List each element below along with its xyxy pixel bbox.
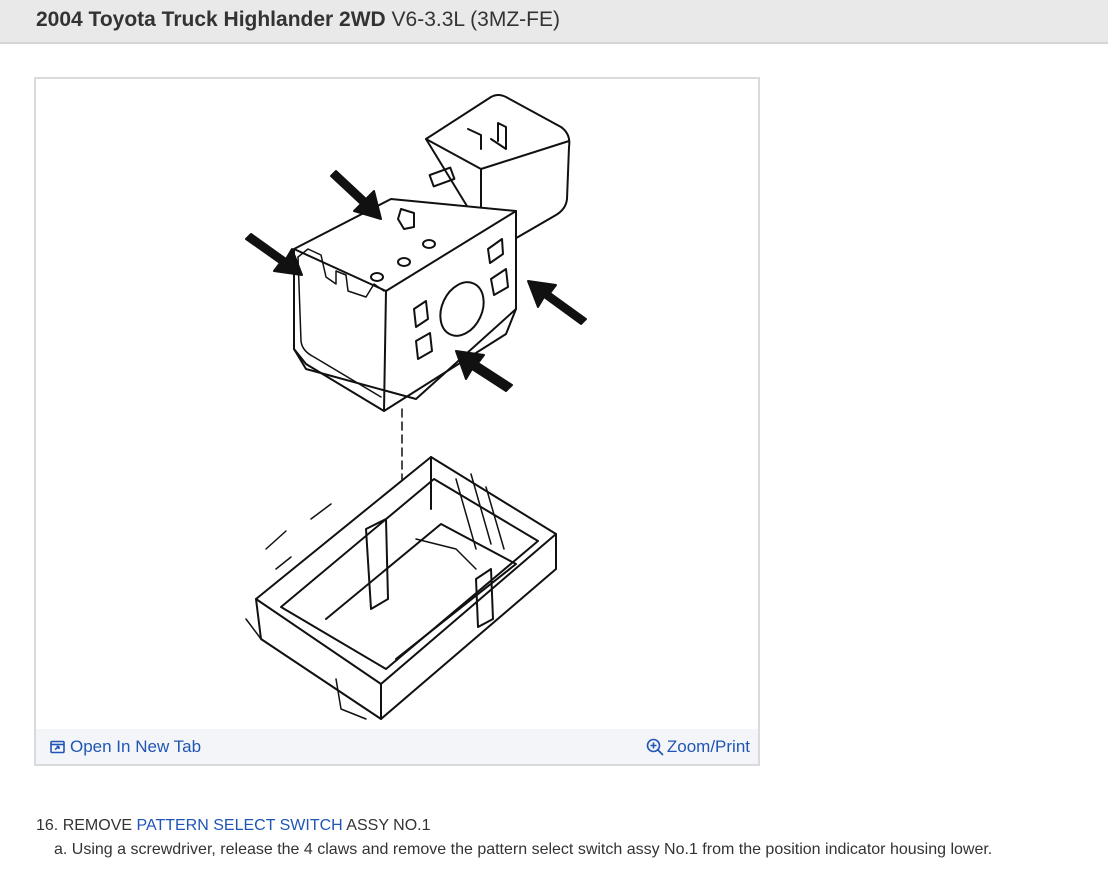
- figure-toolbar: Open In New Tab Zoom/Print: [36, 729, 758, 764]
- open-in-new-tab-link[interactable]: Open In New Tab: [50, 737, 201, 757]
- vehicle-model: 2004 Toyota Truck Highlander 2WD: [36, 8, 386, 31]
- zoom-in-icon: [646, 738, 664, 756]
- open-in-new-tab-icon: [50, 740, 65, 754]
- zoom-print-link[interactable]: Zoom/Print: [646, 737, 750, 757]
- step-16-prefix: 16. REMOVE: [36, 817, 137, 834]
- page-header: 2004 Toyota Truck Highlander 2WD V6-3.3L…: [0, 0, 1108, 44]
- step-16-suffix: ASSY NO.1: [342, 817, 431, 834]
- figure-container: Open In New Tab Zoom/Print: [34, 77, 760, 766]
- open-in-new-tab-label: Open In New Tab: [70, 737, 202, 756]
- vehicle-title: 2004 Toyota Truck Highlander 2WD V6-3.3L…: [36, 7, 560, 33]
- switch-removal-illustration[interactable]: [36, 79, 758, 729]
- zoom-print-label: Zoom/Print: [666, 737, 750, 756]
- step-16: 16. REMOVE PATTERN SELECT SWITCH ASSY NO…: [36, 814, 1101, 838]
- pattern-select-switch-link[interactable]: PATTERN SELECT SWITCH: [136, 817, 343, 834]
- vehicle-engine: V6-3.3L (3MZ-FE): [391, 8, 560, 31]
- procedure-steps: 16. REMOVE PATTERN SELECT SWITCH ASSY NO…: [36, 814, 1101, 862]
- step-16-a: a. Using a screwdriver, release the 4 cl…: [54, 841, 993, 858]
